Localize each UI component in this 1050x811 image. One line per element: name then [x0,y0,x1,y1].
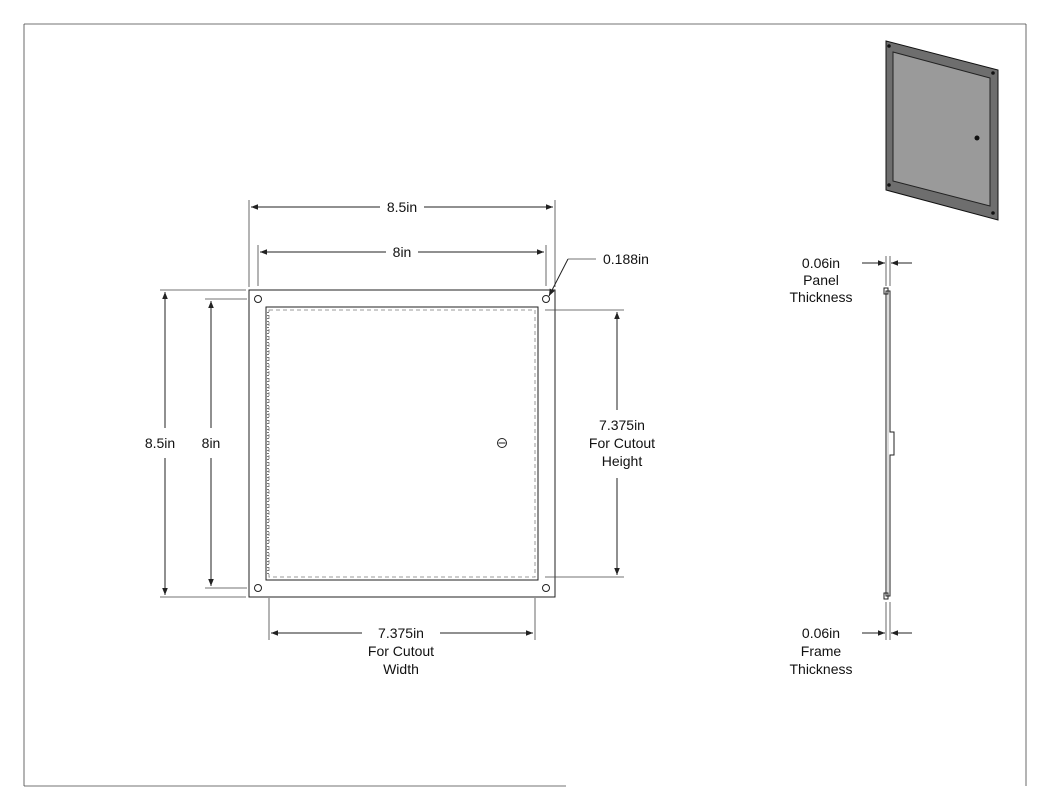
dim-cutout-width-value: 7.375in [378,625,424,641]
dim-frame-thickness-value: 0.06in [802,625,840,641]
dim-cutout-height: 7.375in For Cutout Height [545,309,655,578]
dim-cutout-width-line1: For Cutout [368,643,434,659]
iso-panel [892,51,991,207]
drawing-border [23,23,1027,787]
dim-inner-width-label: 8in [393,244,412,260]
iso-hole-tr [991,71,995,75]
dim-frame-thickness: 0.06in Frame Thickness [789,602,912,677]
dim-panel-thickness: 0.06in Panel Thickness [789,255,912,305]
dim-frame-thickness-line1: Frame [801,643,842,659]
dim-inner-height-label: 8in [202,435,221,451]
latch-icon [497,438,507,448]
dim-panel-thickness-line2: Thickness [789,289,852,305]
dim-cutout-height-line2: Height [602,453,643,469]
dim-inner-height: 8in [202,298,247,589]
iso-latch-icon [974,135,980,141]
dim-overall-width: 8.5in [248,199,556,287]
front-view [248,289,556,598]
isometric-view [885,40,999,221]
iso-hole-tl [887,44,891,48]
dim-hole-diameter-label: 0.188in [603,251,649,267]
dim-overall-height-label: 8.5in [145,435,175,451]
mounting-hole-tr [542,295,550,303]
inner-frame [265,306,539,581]
door-panel [268,309,536,578]
dim-hole-diameter: 0.188in [548,251,649,297]
iso-hole-br [991,211,995,215]
dim-cutout-height-line1: For Cutout [589,435,655,451]
side-view [883,287,895,600]
mounting-hole-tl [254,295,262,303]
dim-cutout-width-line2: Width [383,661,419,677]
mounting-hole-bl [254,584,262,592]
dim-cutout-height-value: 7.375in [599,417,645,433]
dim-overall-height: 8.5in [145,289,246,598]
dim-panel-thickness-value: 0.06in [802,255,840,271]
iso-hole-bl [887,183,891,187]
dim-cutout-width: 7.375in For Cutout Width [268,598,536,677]
dim-inner-width: 8in [257,244,547,286]
outer-frame [248,289,556,598]
dim-frame-thickness-line2: Thickness [789,661,852,677]
dim-panel-thickness-line1: Panel [803,272,839,288]
dim-overall-width-label: 8.5in [387,199,417,215]
mounting-hole-br [542,584,550,592]
